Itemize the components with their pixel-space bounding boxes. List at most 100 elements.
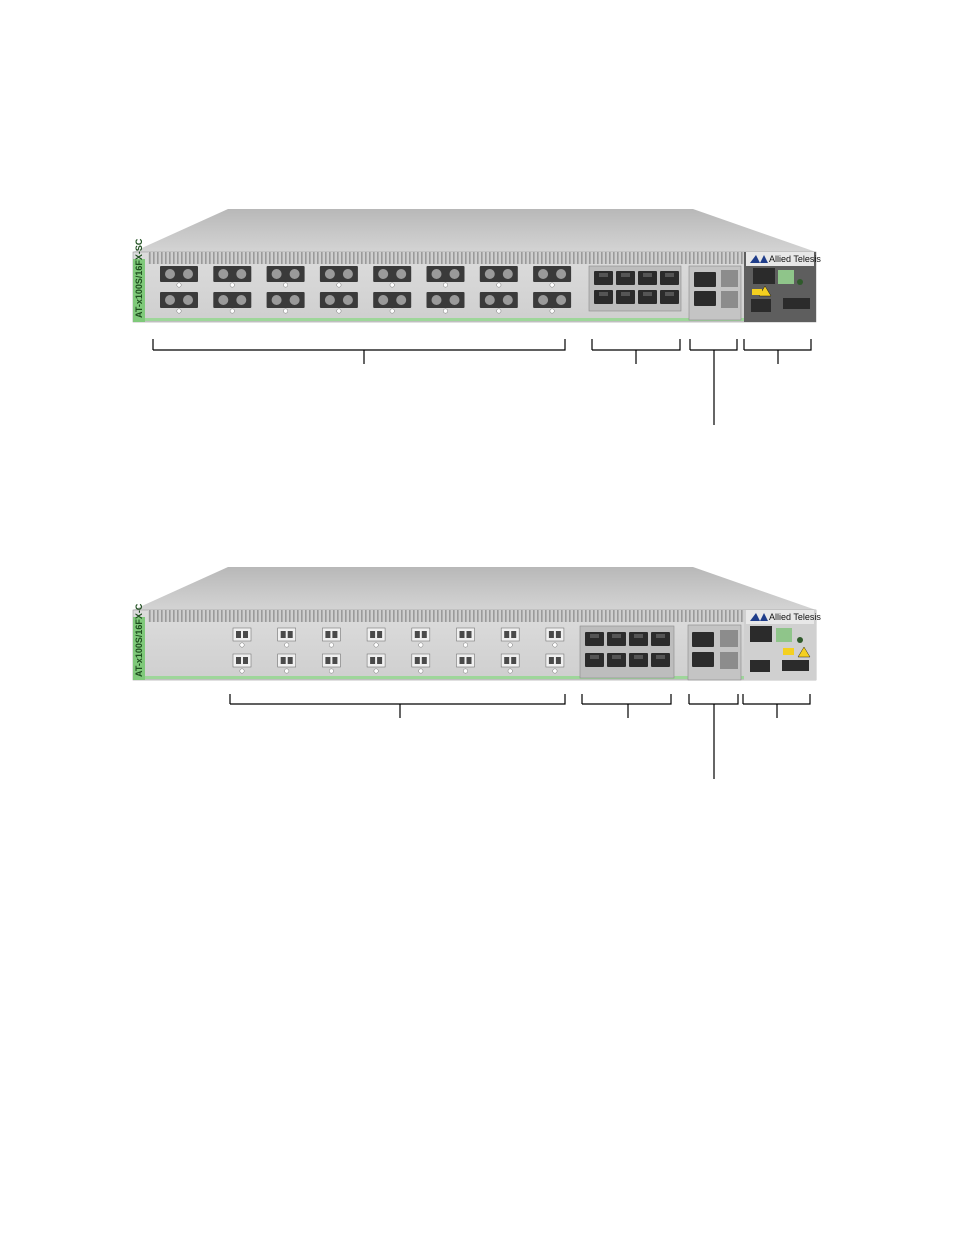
sc-port-ferrule <box>218 295 229 305</box>
lc-port-channel <box>280 657 286 664</box>
sfp-slot-top <box>720 630 738 647</box>
uplink-port-bottom <box>694 291 716 306</box>
sc-port-ferrule <box>431 295 442 305</box>
sc-port-ferrule <box>342 269 353 279</box>
lc-port-channel <box>377 631 383 638</box>
copper-ports <box>594 271 679 304</box>
sc-port-ferrule <box>538 269 549 279</box>
lc-port <box>545 627 565 642</box>
port-led <box>176 282 182 288</box>
warning-label <box>783 648 794 655</box>
bottom-edge <box>145 676 744 679</box>
port-led <box>507 642 513 648</box>
sc-port-ferrule <box>484 269 495 279</box>
lc-port-channel <box>459 631 465 638</box>
sd-slot <box>783 298 810 309</box>
port-led <box>373 642 379 648</box>
sc-port-ferrule <box>271 295 282 305</box>
model-label: AT-x100S/16FX-C <box>134 603 144 677</box>
rj45-port <box>651 632 670 646</box>
callout-sfp-ports <box>229 694 566 718</box>
console-port <box>750 626 772 642</box>
lc-port-channel <box>504 657 510 664</box>
lc-port-channel <box>504 631 510 638</box>
usb-port <box>751 299 771 312</box>
port-led <box>284 642 290 648</box>
lc-port <box>411 653 431 668</box>
fiber-port-group <box>232 627 565 674</box>
port-led <box>239 642 245 648</box>
port-led <box>418 668 424 674</box>
console-port <box>753 268 775 284</box>
rj45-contacts <box>643 273 652 277</box>
status-led-block <box>778 270 794 284</box>
sc-port-ferrule <box>218 269 229 279</box>
port-led <box>176 308 182 314</box>
rj45-contacts <box>634 634 643 638</box>
port-led <box>284 668 290 674</box>
sc-port-ferrule <box>538 295 549 305</box>
port-led <box>229 282 235 288</box>
warning-icon <box>797 646 811 658</box>
rj45-contacts <box>621 292 630 296</box>
lc-port <box>322 653 341 668</box>
sc-port-ferrule <box>378 269 389 279</box>
rj45-port <box>594 271 613 285</box>
callout-management-panel <box>743 339 812 364</box>
port-led <box>507 668 513 674</box>
lc-port <box>277 627 297 642</box>
lc-port-channel <box>332 657 338 664</box>
rj45-contacts <box>665 292 674 296</box>
bottom-edge <box>145 318 744 321</box>
status-led-block <box>776 628 792 642</box>
callout-copper-ports <box>581 694 672 718</box>
brand-logo <box>750 613 768 621</box>
lc-port <box>322 627 341 642</box>
switch-figure-1: AT-x100S/16FX-SC Allied Telesis <box>132 209 821 425</box>
lc-port-channel <box>332 631 338 638</box>
fiber-port-group <box>160 266 572 314</box>
port-led <box>389 282 395 288</box>
sc-port-ferrule <box>324 295 335 305</box>
port-led <box>443 308 448 314</box>
sc-port-ferrule <box>449 295 460 305</box>
lc-port-channel <box>370 631 376 638</box>
lc-port <box>456 627 475 642</box>
rj45-port <box>616 290 635 304</box>
lc-port <box>411 627 431 642</box>
rj45-port <box>629 653 648 667</box>
lc-port <box>366 627 386 642</box>
sc-port-ferrule <box>502 269 513 279</box>
sc-port-ferrule <box>165 269 175 279</box>
rj45-contacts <box>599 273 608 277</box>
sfp-slot-bottom <box>721 291 738 308</box>
callout-copper-ports <box>591 339 681 364</box>
rj45-port <box>629 632 648 646</box>
port-led <box>229 308 235 314</box>
lc-port-channel <box>548 631 554 638</box>
lc-port-channel <box>414 631 420 638</box>
port-led <box>283 282 289 288</box>
rj45-contacts <box>656 634 665 638</box>
rj45-contacts <box>656 655 665 659</box>
port-led <box>463 642 468 648</box>
rj45-port <box>651 653 670 667</box>
sc-port-ferrule <box>183 269 193 279</box>
reset-button <box>797 637 803 643</box>
sd-slot <box>782 660 809 671</box>
rj45-contacts <box>612 634 621 638</box>
rj45-port <box>616 271 635 285</box>
lc-port-channel <box>287 631 293 638</box>
sc-port-ferrule <box>449 269 460 279</box>
rj45-contacts <box>590 655 599 659</box>
rj45-port <box>607 632 626 646</box>
rj45-contacts <box>599 292 608 296</box>
port-led <box>443 282 448 288</box>
model-stripe <box>133 259 145 322</box>
model-stripe <box>133 617 145 680</box>
port-led <box>552 668 558 674</box>
sfp-slot-top <box>721 270 738 287</box>
lc-port <box>500 627 520 642</box>
port-led <box>283 308 289 314</box>
uplink-port-top <box>692 632 714 647</box>
